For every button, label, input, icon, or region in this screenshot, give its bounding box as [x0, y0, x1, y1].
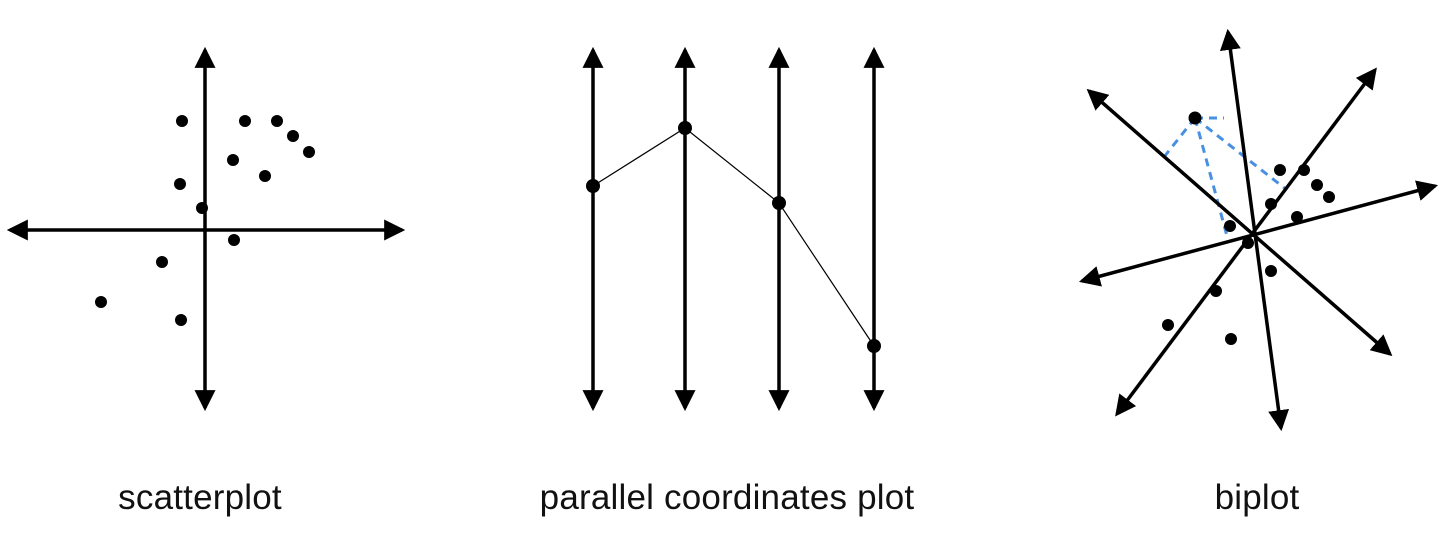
scatterplot-caption: scatterplot: [118, 478, 282, 517]
parallel-point: [586, 179, 600, 193]
scatter-point: [196, 202, 208, 214]
projection-line: [1193, 117, 1229, 237]
biplot-point: [1210, 285, 1222, 297]
parallel-polyline: [592, 127, 875, 347]
scatter-point: [174, 178, 186, 190]
biplot-point: [1188, 111, 1202, 125]
biplot-caption: biplot: [1214, 478, 1300, 517]
scatterplot-points: [95, 115, 315, 326]
parallel-coordinates-panel: [582, 46, 885, 412]
scatter-point: [239, 115, 251, 127]
scatter-point: [287, 130, 299, 142]
biplot-axes: [1078, 28, 1439, 432]
scatter-point: [176, 115, 188, 127]
biplot-point: [1225, 333, 1237, 345]
scatter-point: [303, 146, 315, 158]
projection-lines: [1162, 116, 1288, 237]
biplot-point: [1162, 319, 1174, 331]
biplot-point: [1291, 211, 1303, 223]
parallel-point: [867, 339, 881, 353]
biplot-point: [1298, 164, 1310, 176]
scatterplot-panel: [6, 46, 406, 412]
scatter-point: [228, 234, 240, 246]
biplot-points: [1162, 111, 1335, 345]
biplot-panel: [1078, 28, 1439, 432]
scatter-point: [175, 314, 187, 326]
biplot-point: [1265, 198, 1277, 210]
scatter-point: [95, 296, 107, 308]
biplot-point: [1224, 220, 1236, 232]
biplot-axis: [1078, 180, 1439, 287]
biplot-point: [1323, 191, 1335, 203]
projection-line: [1162, 117, 1197, 158]
scatter-point: [271, 115, 283, 127]
scatter-point: [259, 170, 271, 182]
biplot-point: [1265, 265, 1277, 277]
scatter-point: [156, 256, 168, 268]
biplot-point: [1274, 164, 1286, 176]
biplot-point: [1311, 179, 1323, 191]
parallel-coordinates-caption: parallel coordinates plot: [539, 478, 915, 517]
parallel-point: [678, 121, 692, 135]
scatter-point: [227, 154, 239, 166]
biplot-point: [1242, 237, 1254, 249]
parallel-point: [772, 196, 786, 210]
parallel-points: [586, 121, 881, 353]
